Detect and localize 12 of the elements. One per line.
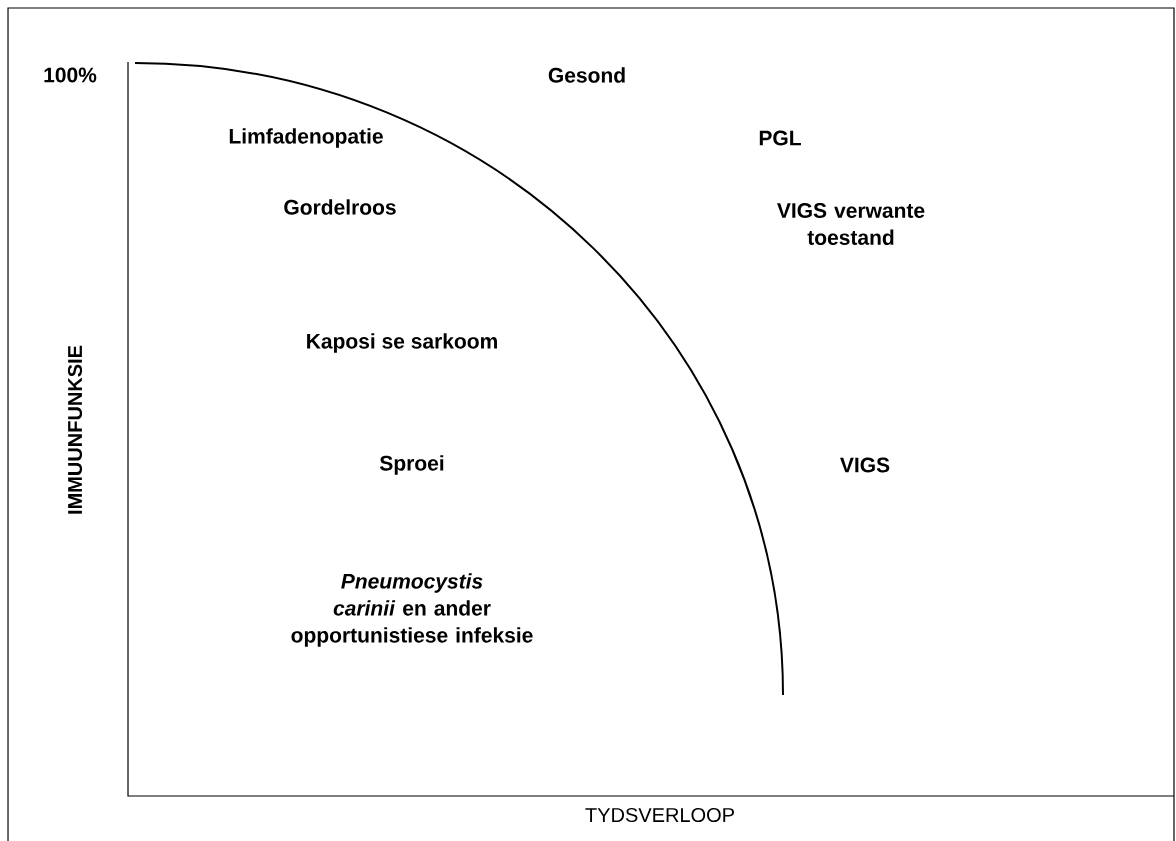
condition-label: Pneumocystis carinii en ander opportunistiese infeksie <box>291 573 533 647</box>
condition-label: Kaposi se sarkoom <box>307 333 497 353</box>
region-label: Gesond <box>548 67 625 83</box>
condition-label: Limfadenopatie <box>229 128 383 148</box>
axis-label: IMMUUNFUNKSIE <box>67 345 83 514</box>
axis-label: TYDSVERLOOP <box>585 807 734 823</box>
condition-label: Gordelroos <box>284 199 396 215</box>
condition-label: Sproei <box>379 455 444 475</box>
axis-tick-label: 100% <box>44 67 97 83</box>
region-label: VIGS verwante toestand <box>777 203 925 245</box>
region-label: VIGS <box>840 457 890 473</box>
region-label: PGL <box>759 130 801 146</box>
